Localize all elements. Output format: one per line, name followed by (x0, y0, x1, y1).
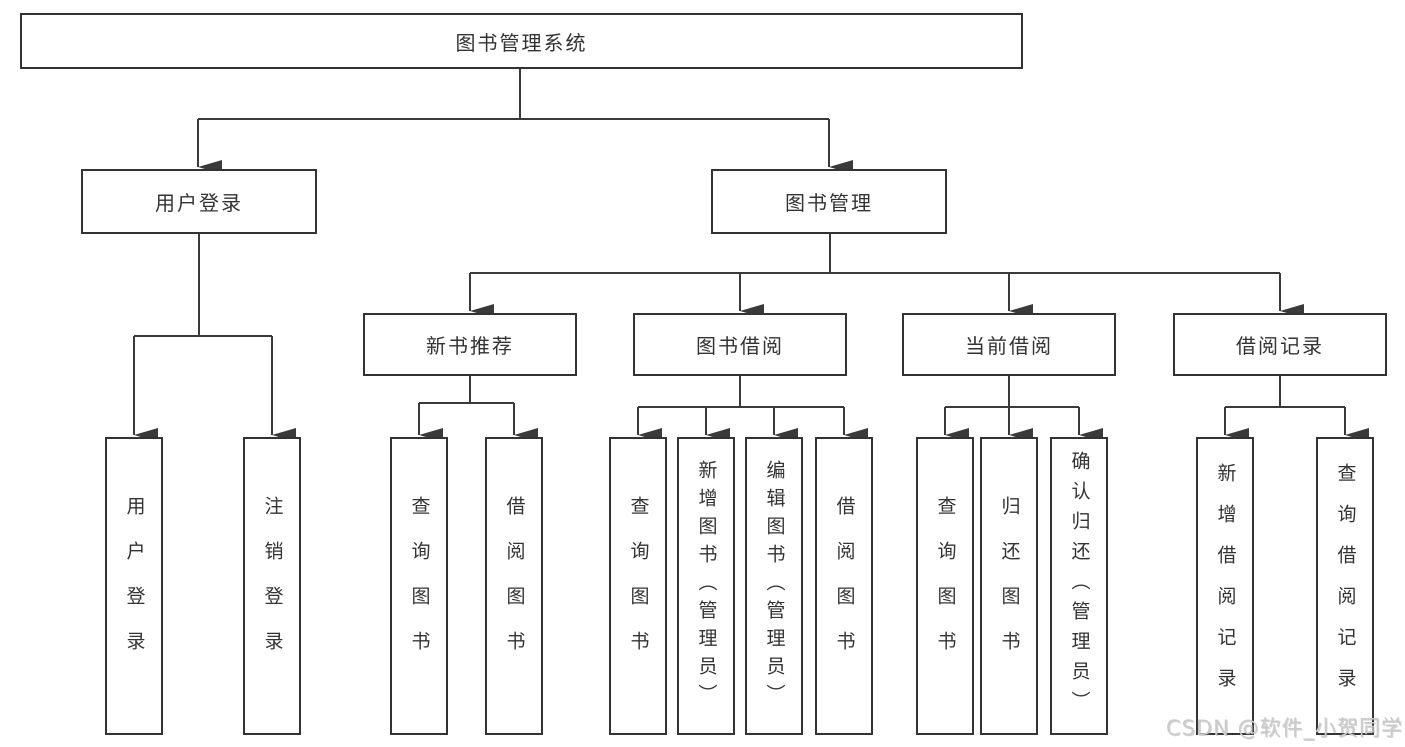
node-label: 注销登录 (261, 496, 284, 676)
leaf-add-book-admin: 新增图书（管理员） (677, 437, 735, 735)
leaf-logout: 注销登录 (243, 437, 301, 735)
node-label: 编辑图书（管理员） (763, 460, 786, 712)
node-label: 用户登录 (123, 496, 146, 676)
node-label: 图书管理系统 (455, 30, 588, 55)
node-label: 借阅记录 (1236, 334, 1324, 358)
node-library-management-system: 图书管理系统 (20, 13, 1023, 69)
leaf-borrow-books: 借阅图书 (815, 437, 873, 735)
node-label: 图书管理 (785, 191, 873, 215)
node-label: 确认归还（管理员） (1068, 451, 1091, 721)
leaf-query-books-borrow: 查询图书 (609, 437, 667, 735)
node-label: 新增图书（管理员） (695, 460, 718, 712)
node-label: 归还图书 (998, 496, 1021, 676)
node-label: 新书推荐 (426, 334, 514, 358)
leaf-edit-book-admin: 编辑图书（管理员） (745, 437, 803, 735)
node-label: 借阅图书 (503, 496, 526, 676)
leaf-query-borrow-record: 查询借阅记录 (1316, 437, 1374, 735)
node-current-borrow: 当前借阅 (902, 313, 1116, 376)
node-book-management: 图书管理 (711, 169, 947, 234)
node-label: 查询图书 (408, 496, 431, 676)
leaf-confirm-return-admin: 确认归还（管理员） (1050, 437, 1108, 735)
csdn-watermark: CSDN @软件_小贺同学 (1165, 716, 1403, 740)
node-label: 借阅图书 (833, 496, 856, 676)
node-user-login: 用户登录 (81, 169, 317, 234)
node-label: 用户登录 (155, 191, 243, 215)
leaf-query-books-current: 查询图书 (916, 437, 974, 735)
leaf-query-books-recommend: 查询图书 (390, 437, 448, 735)
leaf-add-borrow-record: 新增借阅记录 (1196, 437, 1254, 735)
node-label: 查询借阅记录 (1334, 463, 1357, 709)
leaf-borrow-books-recommend: 借阅图书 (485, 437, 543, 735)
leaf-return-books: 归还图书 (980, 437, 1038, 735)
node-label: 查询图书 (627, 496, 650, 676)
node-label: 当前借阅 (965, 334, 1053, 358)
node-label: 查询图书 (934, 496, 957, 676)
node-new-book-recommend: 新书推荐 (363, 313, 577, 376)
node-label: 新增借阅记录 (1214, 463, 1237, 709)
node-borrow-records: 借阅记录 (1173, 313, 1387, 376)
node-book-borrow: 图书借阅 (633, 313, 847, 376)
node-label: 图书借阅 (696, 334, 784, 358)
leaf-user-login: 用户登录 (105, 437, 163, 735)
